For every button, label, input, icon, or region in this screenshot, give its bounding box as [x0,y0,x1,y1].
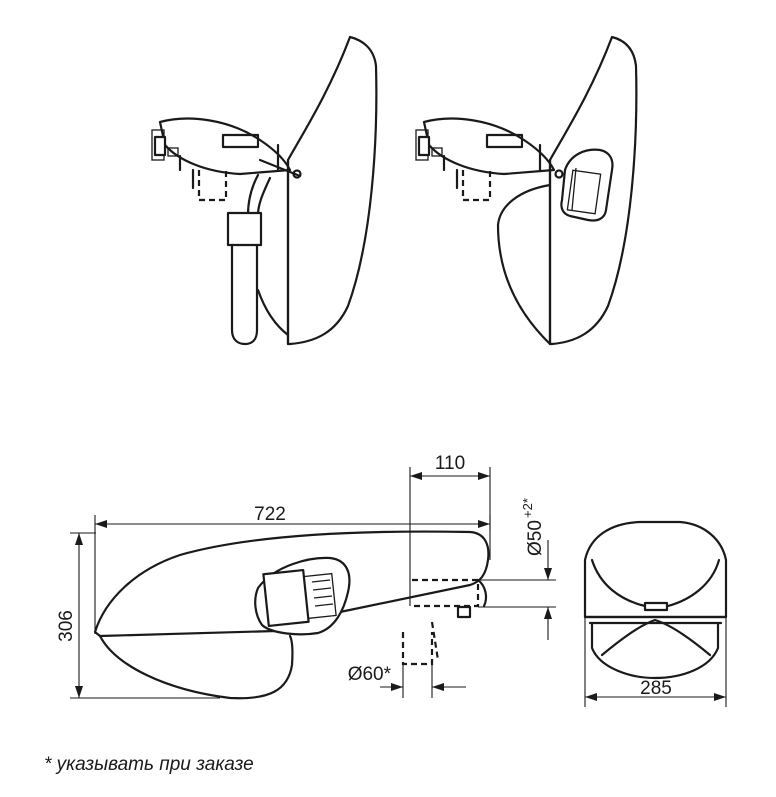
dim-spigot-tolerance: +2* [520,498,535,518]
pole-tube [230,243,259,346]
luminaire-housing-left [286,35,378,346]
front-latch [643,601,669,612]
mounting-arm-right [422,117,556,176]
cable-connector [226,211,263,247]
mounting-spigot-outline [412,578,480,608]
front-housing [583,520,728,619]
pole-entry-outline [401,632,434,666]
reflector-bowl [496,183,552,346]
front-bowl [590,621,720,680]
footnote: * указывать при заказе [44,754,254,775]
side-view-gear-box [415,35,638,346]
front-view: 285 [583,520,728,707]
gear-box [560,148,614,222]
dim-mount-offset: 110 [435,453,465,474]
mounting-arm-left [158,117,292,176]
dim-spigot-diameter: Ø50 [525,520,546,556]
dim-width: 285 [640,678,672,699]
lower-bowl [98,634,294,700]
dim-height: 306 [56,610,77,642]
elevation-view: 722 306 110 Ø50 +2* Ø60* [56,453,556,700]
luminaire-housing-right [548,35,638,346]
side-view-bracket-mount [151,35,378,346]
dim-pole-diameter: Ø60* [348,664,392,685]
ballast [262,568,310,628]
dim-overall-length: 722 [254,504,286,525]
luminaire-body [93,530,490,638]
